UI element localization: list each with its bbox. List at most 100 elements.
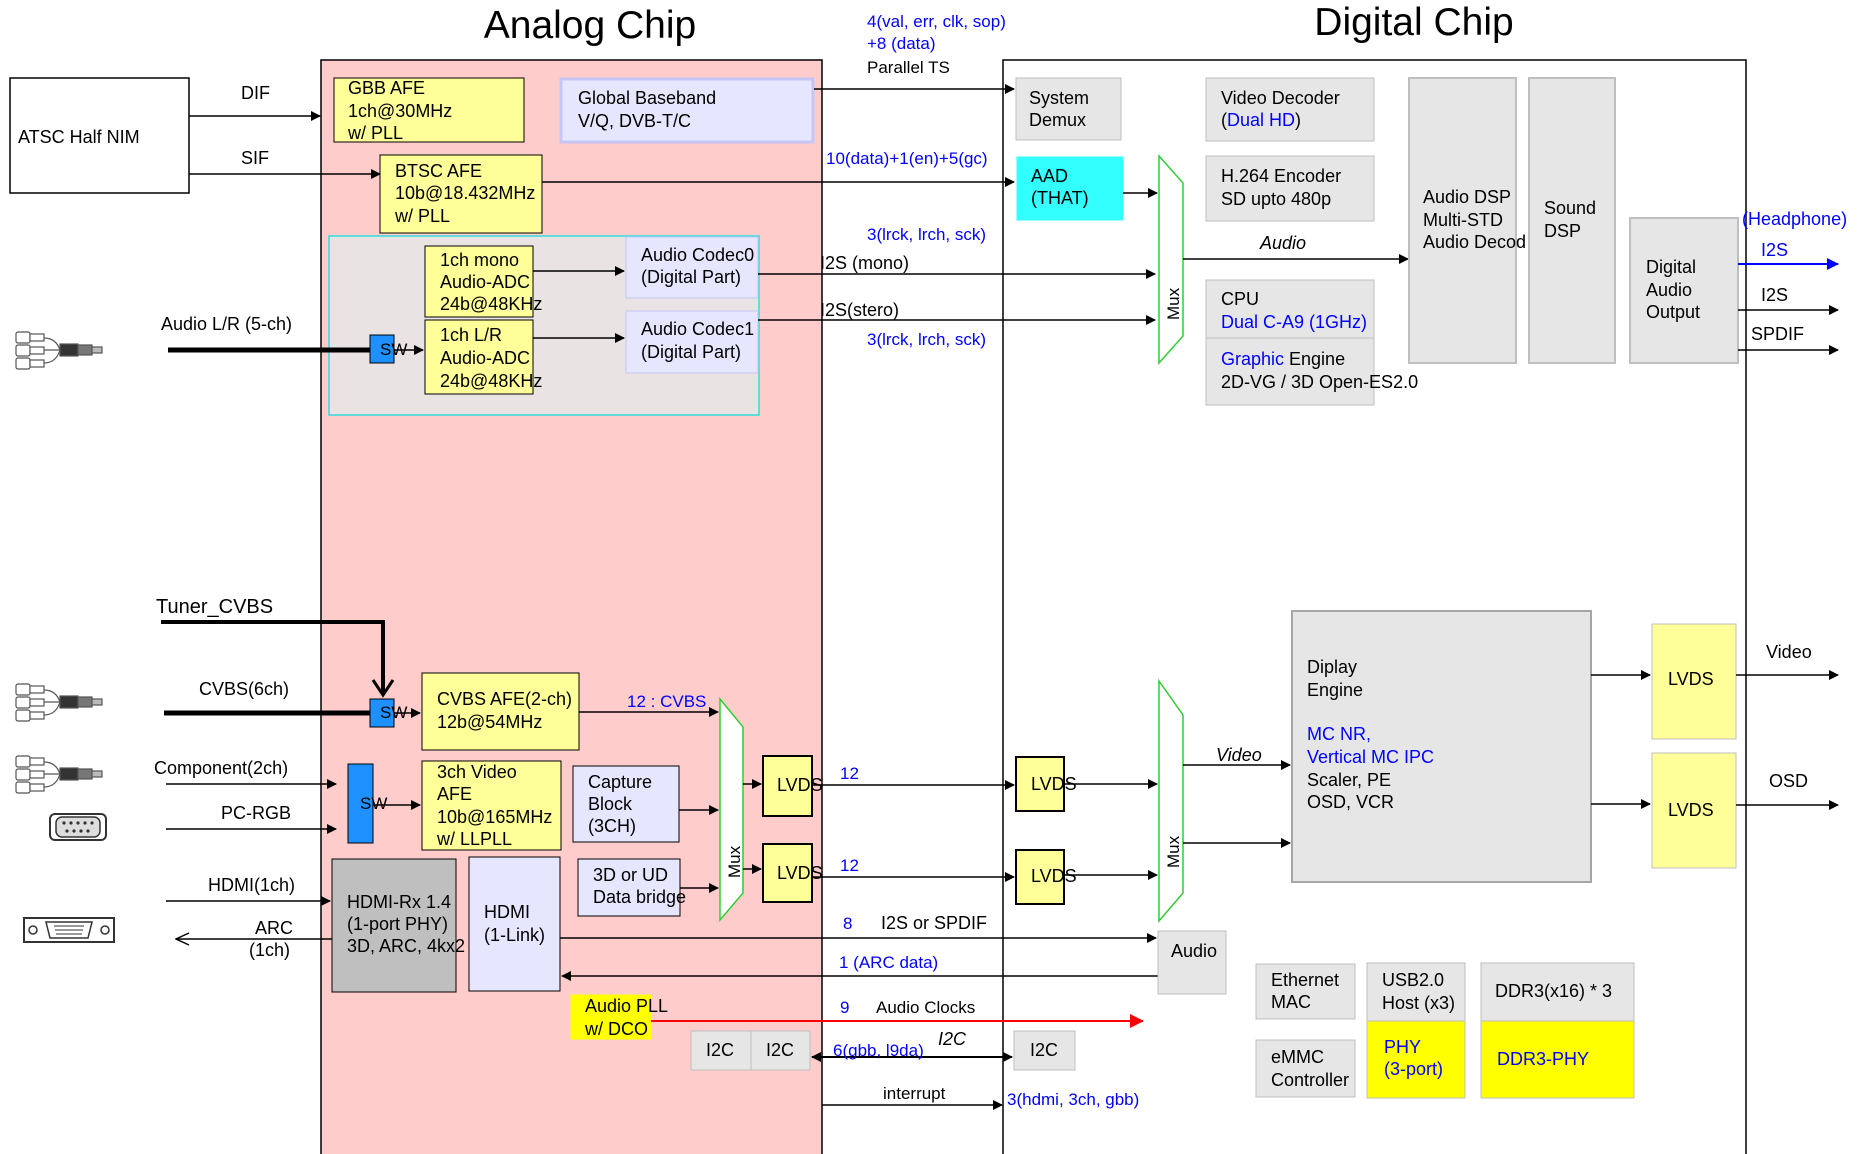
- video-afe-line1: 3ch Video: [437, 762, 517, 782]
- digital-video-mux: [1158, 678, 1184, 924]
- capture-line3: (3CH): [588, 816, 636, 836]
- audio-mux-label: Mux: [1164, 287, 1183, 320]
- usb-phy: [1366, 1020, 1466, 1099]
- emmc-line1: eMMC: [1271, 1047, 1324, 1067]
- analog-i2c-1: [690, 1030, 752, 1071]
- cvbs-12-label: 12 : CVBS: [627, 692, 706, 711]
- analog-i2c-2: [750, 1030, 811, 1071]
- dif-label: DIF: [241, 83, 270, 103]
- digital-lvds-1: [1015, 756, 1065, 812]
- arc-data-label: 1 (ARC data): [839, 953, 938, 972]
- digital-mux-label: Mux: [1164, 835, 1183, 868]
- video-afe-line2: AFE: [437, 784, 472, 804]
- analog-lvds-1: [762, 755, 813, 817]
- h264-line1: H.264 Encoder: [1221, 166, 1341, 186]
- i2s-stereo-label: I2S(stero): [820, 300, 899, 320]
- h264-encoder: [1205, 155, 1375, 222]
- audio-codec1: [625, 310, 759, 374]
- audio-sw-label: SW: [380, 340, 407, 359]
- audio-pll-line2: w/ DCO: [584, 1019, 648, 1039]
- digital-lvds-1-label: LVDS: [1031, 774, 1077, 794]
- audio-dsp-line2: Multi-STD: [1423, 210, 1503, 230]
- output-lvds-video-label: LVDS: [1668, 669, 1714, 689]
- video-switch: [347, 763, 374, 844]
- audio-dsp-line1: Audio DSP: [1423, 187, 1511, 207]
- aad-line2: (THAT): [1031, 188, 1089, 208]
- atsc-half-nim-label: ATSC Half NIM: [18, 127, 140, 147]
- dao-line1: Digital: [1646, 257, 1696, 277]
- display-line4: Vertical MC IPC: [1307, 747, 1434, 767]
- i2s-bot-label: 3(lrck, lrch, sck): [867, 330, 986, 349]
- codec0-line2: (Digital Part): [641, 267, 741, 287]
- mono-adc-line3: 24b@48KHz: [440, 294, 542, 314]
- cpu-graphic-engine: [1205, 279, 1375, 406]
- analog-i2c-1-label: I2C: [706, 1040, 734, 1060]
- digital-lvds-2: [1015, 849, 1065, 905]
- audio-pll-line1: Audio PLL: [585, 996, 668, 1016]
- cvbs-label: CVBS(6ch): [199, 679, 289, 699]
- emmc-controller: [1255, 1039, 1356, 1098]
- hdmi-rx-line1: HDMI-Rx 1.4: [347, 892, 451, 912]
- video-out-label: Video: [1766, 642, 1812, 662]
- ddr3: [1480, 962, 1635, 1022]
- irq-label: 3(hdmi, 3ch, gbb): [1007, 1090, 1139, 1109]
- capture-line1: Capture: [588, 772, 652, 792]
- rca-connector-icon: [15, 331, 103, 370]
- rca-connector-icon: [15, 755, 103, 794]
- lvds-12a-label: 12: [840, 764, 859, 783]
- phy-line2: (3-port): [1384, 1059, 1443, 1079]
- cpu-line2: Dual C-A9 (1GHz): [1221, 312, 1367, 332]
- mono-adc-line2: Audio-ADC: [440, 272, 530, 292]
- i2s-out-2-label: I2S: [1761, 285, 1788, 305]
- btsc-afe-line1: BTSC AFE: [395, 161, 482, 181]
- ethernet-mac: [1255, 963, 1356, 1020]
- graphic-line1: Graphic Engine: [1221, 349, 1345, 369]
- arc-label-1: ARC: [255, 918, 293, 938]
- ts-signal-2: +8 (data): [867, 34, 936, 53]
- ddr3-phy-label: DDR3-PHY: [1497, 1049, 1589, 1069]
- cvbs-afe-line2: 12b@54MHz: [437, 712, 542, 732]
- emmc-line2: Controller: [1271, 1070, 1349, 1090]
- audio-path-label: Audio: [1259, 233, 1306, 253]
- cpu-line1: CPU: [1221, 289, 1259, 309]
- analog-lvds-1-label: LVDS: [777, 775, 823, 795]
- codec1-line2: (Digital Part): [641, 342, 741, 362]
- demux-line2: Demux: [1029, 110, 1086, 130]
- ethernet-line1: Ethernet: [1271, 970, 1339, 990]
- i2c-bus-name: I2C: [938, 1029, 967, 1049]
- output-lvds-osd-label: LVDS: [1668, 800, 1714, 820]
- video-afe-line3: 10b@165MHz: [437, 807, 552, 827]
- data-bridge: [577, 858, 681, 917]
- btsc-afe-line3: w/ PLL: [394, 206, 450, 226]
- lr-audio-adc: [424, 319, 534, 395]
- lvds-12b-label: 12: [840, 856, 859, 875]
- hdmi-link-line1: HDMI: [484, 902, 530, 922]
- data-bridge-line1: 3D or UD: [593, 865, 668, 885]
- capture-block: [572, 765, 680, 843]
- component-label: Component(2ch): [154, 758, 288, 778]
- rca-connector-icon: [15, 683, 103, 722]
- btsc-afe-line2: 10b@18.432MHz: [395, 183, 535, 203]
- cvbs-sw-label: SW: [380, 703, 407, 722]
- capture-line2: Block: [588, 794, 633, 814]
- global-baseband: [559, 77, 815, 144]
- dao-line3: Output: [1646, 302, 1700, 322]
- audio-lr-label: Audio L/R (5-ch): [161, 314, 292, 334]
- lr-adc-line1: 1ch L/R: [440, 325, 502, 345]
- spdif-label: SPDIF: [1751, 324, 1804, 344]
- btsc-afe: [379, 154, 543, 234]
- video-decoder-line2: (Dual HD): [1221, 110, 1301, 130]
- interrupt-label: interrupt: [883, 1084, 946, 1103]
- i2s-out-1-label: I2S: [1761, 240, 1788, 260]
- hdmi-link: [468, 856, 561, 992]
- aad-block: [1016, 156, 1124, 221]
- analog-i2c-2-label: I2C: [766, 1040, 794, 1060]
- sound-dsp-line1: Sound: [1544, 198, 1596, 218]
- phy-line1: PHY: [1384, 1037, 1421, 1057]
- audio-mux: [1158, 154, 1184, 365]
- usb-host: [1366, 962, 1466, 1022]
- digital-audio-output: [1629, 217, 1739, 364]
- osd-out-label: OSD: [1769, 771, 1808, 791]
- global-baseband-line1: Global Baseband: [578, 88, 716, 108]
- display-line1: Diplay: [1307, 657, 1357, 677]
